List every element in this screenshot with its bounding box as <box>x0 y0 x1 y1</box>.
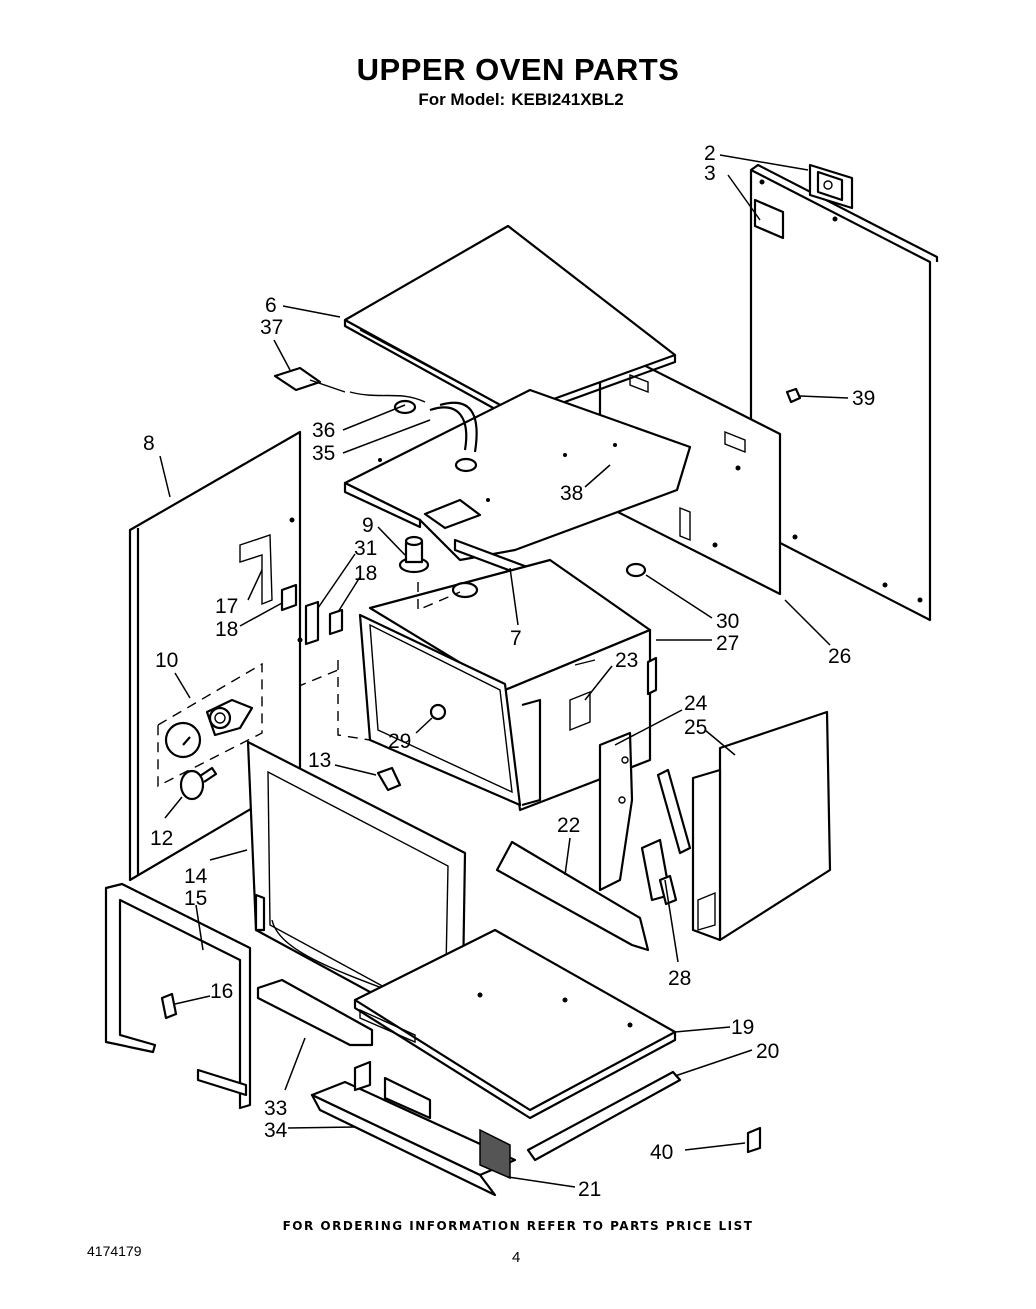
callout-10: 10 <box>155 649 178 672</box>
callout-19: 19 <box>731 1016 754 1039</box>
callout-36: 36 <box>312 419 335 442</box>
callout-24: 24 <box>684 692 708 715</box>
side-duct-panel <box>691 710 832 942</box>
callout-31: 31 <box>354 537 377 560</box>
callout-17: 17 <box>215 595 238 618</box>
callout-38: 38 <box>560 482 583 505</box>
door-hinge <box>640 768 692 906</box>
callout-23: 23 <box>615 649 638 672</box>
alignment-line <box>417 582 461 612</box>
page-title: UPPER OVEN PARTS <box>356 52 680 87</box>
bottom-trim <box>256 978 374 1047</box>
callout-16: 16 <box>210 980 233 1003</box>
back-panel <box>749 163 939 622</box>
callout-20: 20 <box>756 1040 779 1063</box>
callout-34: 34 <box>264 1119 288 1142</box>
small-clip <box>746 1126 762 1154</box>
heat-shield <box>343 388 692 580</box>
vent-assembly <box>310 1060 517 1197</box>
leader-lines <box>159 154 849 1188</box>
sensor-tube <box>349 391 478 473</box>
callout-labels: 2 3 6 37 39 8 36 35 38 9 31 18 17 18 7 3… <box>143 142 875 1201</box>
door-gasket <box>104 882 252 1110</box>
callout-39: 39 <box>852 387 875 410</box>
callout-40: 40 <box>650 1141 673 1164</box>
gasket-retainer <box>160 992 178 1020</box>
callout-21: 21 <box>578 1178 601 1201</box>
document-number: 4174179 <box>87 1243 142 1259</box>
callout-35: 35 <box>312 442 335 465</box>
light-assembly <box>157 662 263 788</box>
callout-12: 12 <box>150 827 173 850</box>
alignment-line <box>337 660 371 741</box>
hinge-support <box>598 731 634 892</box>
callout-3: 3 <box>704 162 716 185</box>
model-prefix: For Model: <box>418 90 506 109</box>
callout-2: 2 <box>704 142 716 165</box>
callout-25: 25 <box>684 716 707 739</box>
switch <box>273 366 346 393</box>
callout-26: 26 <box>828 645 851 668</box>
switch-bracket <box>280 583 298 612</box>
callout-13: 13 <box>308 749 331 772</box>
frame-clip <box>376 766 402 792</box>
model-number: KEBI241XBL2 <box>511 90 624 109</box>
callout-27: 27 <box>716 632 739 655</box>
callout-6: 6 <box>265 294 277 317</box>
plug <box>625 562 647 578</box>
light-bulb <box>179 766 218 801</box>
callout-7: 7 <box>510 627 522 650</box>
alignment-line <box>264 669 339 701</box>
clip <box>785 387 802 404</box>
callout-14: 14 <box>184 865 208 888</box>
callout-30: 30 <box>716 610 739 633</box>
mounting-bracket <box>808 163 854 210</box>
callout-8: 8 <box>143 432 155 455</box>
callout-15: 15 <box>184 887 207 910</box>
page-number: 4 <box>512 1249 521 1266</box>
bottom-rail <box>526 1070 682 1162</box>
ordering-note: FOR ORDERING INFORMATION REFER TO PARTS … <box>282 1219 754 1233</box>
callout-18a: 18 <box>354 562 377 585</box>
oven-sensor <box>398 535 430 574</box>
callout-18b: 18 <box>215 618 238 641</box>
callout-28: 28 <box>668 967 691 990</box>
callout-33: 33 <box>264 1097 287 1120</box>
callout-29: 29 <box>388 730 411 753</box>
callout-37: 37 <box>260 316 283 339</box>
callout-22: 22 <box>557 814 580 837</box>
callout-9: 9 <box>362 514 374 537</box>
rear-bracket <box>495 840 650 952</box>
model-line: For Model: KEBI241XBL2 <box>0 90 1036 110</box>
door-switch <box>304 600 344 646</box>
